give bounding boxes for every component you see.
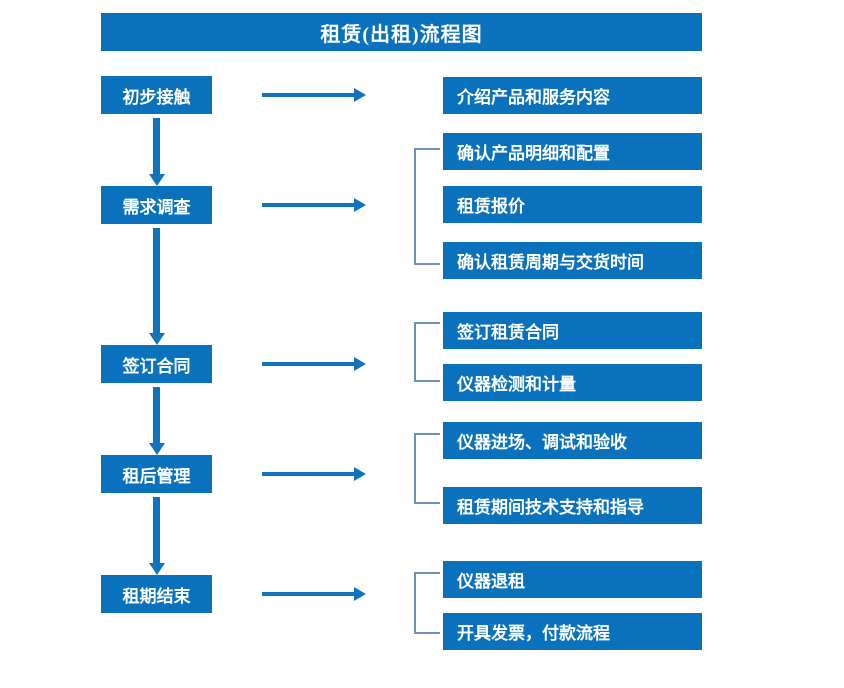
arrow-right-icon-5 (262, 592, 354, 596)
group-bracket-icon-4 (414, 433, 440, 504)
task-box-3-2[interactable]: 仪器检测和计量 (443, 364, 702, 401)
arrow-down-icon-3 (153, 387, 160, 444)
stage-box-2[interactable]: 需求调查 (101, 186, 212, 224)
group-bracket-icon-3 (414, 322, 440, 382)
task-box-5-1[interactable]: 仪器退租 (443, 561, 702, 598)
task-box-4-1[interactable]: 仪器进场、调试和验收 (443, 422, 702, 459)
task-label-4-2: 租赁期间技术支持和指导 (457, 498, 644, 517)
task-box-2-1[interactable]: 确认产品明细和配置 (443, 133, 702, 170)
arrow-down-icon-1 (153, 118, 160, 175)
task-label-1-1: 介绍产品和服务内容 (457, 88, 610, 107)
stage-box-1[interactable]: 初步接触 (101, 76, 212, 114)
task-label-4-1: 仪器进场、调试和验收 (457, 433, 627, 452)
group-bracket-icon-5 (414, 572, 440, 634)
arrow-right-icon-1 (262, 93, 354, 97)
stage-label-2: 需求调查 (122, 197, 191, 217)
arrow-right-icon-3 (262, 362, 354, 366)
task-box-5-2[interactable]: 开具发票，付款流程 (443, 613, 702, 650)
task-label-5-2: 开具发票，付款流程 (457, 624, 610, 643)
task-box-2-3[interactable]: 确认租赁周期与交货时间 (443, 242, 702, 279)
task-box-4-2[interactable]: 租赁期间技术支持和指导 (443, 487, 702, 524)
stage-box-4[interactable]: 租后管理 (101, 455, 212, 493)
arrow-right-icon-2 (262, 203, 354, 207)
task-label-5-1: 仪器退租 (457, 572, 525, 591)
task-box-2-2[interactable]: 租赁报价 (443, 186, 702, 223)
arrow-down-icon-2 (153, 228, 160, 334)
task-label-3-2: 仪器检测和计量 (457, 375, 576, 394)
task-box-1-1[interactable]: 介绍产品和服务内容 (443, 77, 702, 114)
page-title: 租赁(出租)流程图 (320, 23, 483, 46)
task-label-3-1: 签订租赁合同 (457, 323, 559, 342)
group-bracket-icon-2 (414, 148, 440, 265)
stage-label-4: 租后管理 (122, 466, 191, 486)
task-label-2-1: 确认产品明细和配置 (457, 144, 610, 163)
task-box-3-1[interactable]: 签订租赁合同 (443, 312, 702, 349)
arrow-down-icon-4 (153, 497, 160, 564)
stage-box-3[interactable]: 签订合同 (101, 345, 212, 383)
task-label-2-3: 确认租赁周期与交货时间 (457, 253, 644, 272)
stage-label-1: 初步接触 (122, 87, 191, 107)
stage-box-5[interactable]: 租期结束 (101, 575, 212, 613)
task-label-2-2: 租赁报价 (457, 197, 525, 216)
stage-label-5: 租期结束 (122, 586, 191, 606)
chart-title-banner: 租赁(出租)流程图 (101, 13, 702, 51)
stage-label-3: 签订合同 (122, 356, 191, 376)
arrow-right-icon-4 (262, 472, 354, 476)
